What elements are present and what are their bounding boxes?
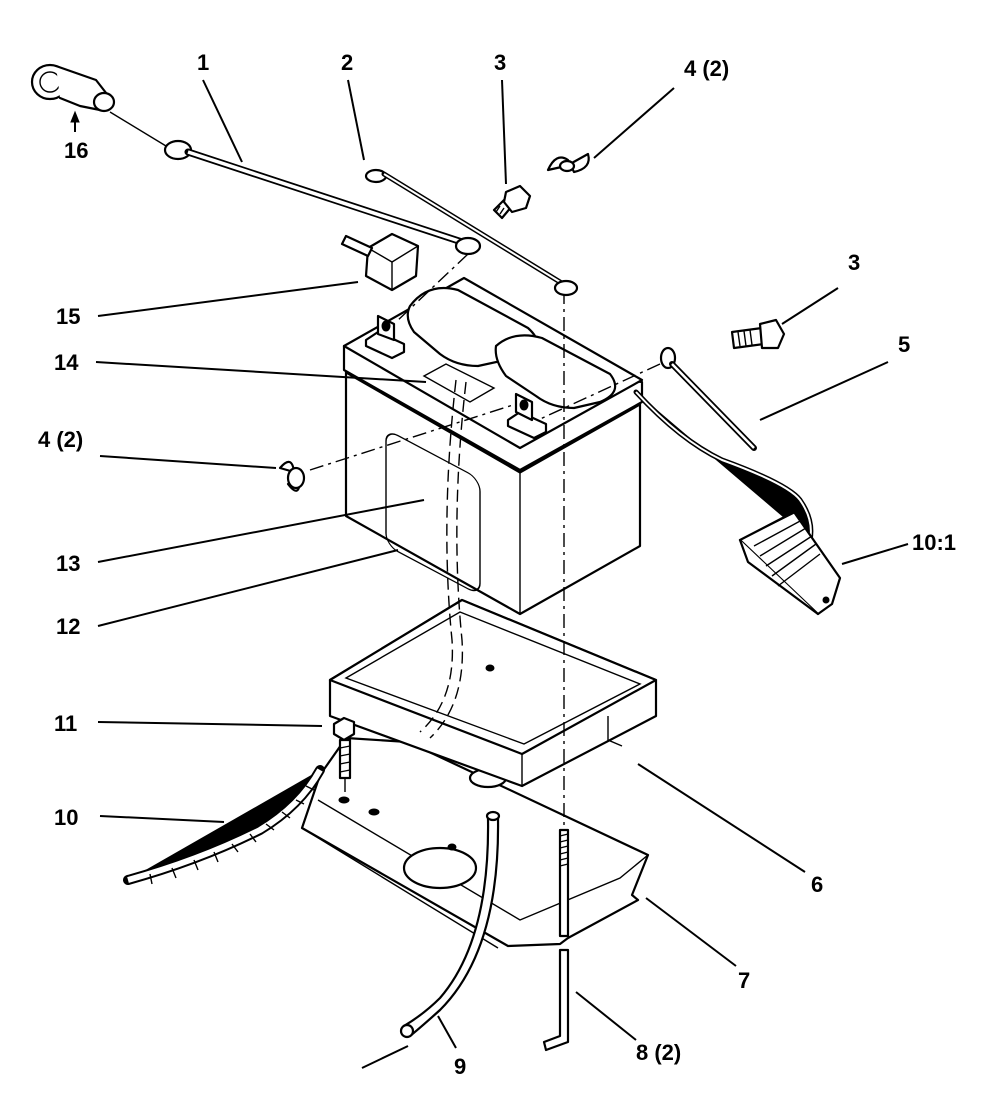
- callout-numbers: 1 2 3 4 (2) 16 3 15 5 14 4 (2) 10:1 13 1…: [38, 50, 956, 1079]
- callout-1: 1: [197, 50, 209, 75]
- terminal-bolt-upper: [492, 184, 532, 220]
- callout-10-1: 10:1: [912, 530, 956, 555]
- callout-4-left: 4 (2): [38, 427, 83, 452]
- positive-battery-cable: [537, 346, 757, 451]
- callout-11: 11: [54, 711, 77, 736]
- terminal-bolt-right: [730, 318, 786, 350]
- callout-6: 6: [811, 872, 823, 897]
- leader-lines: [70, 79, 909, 1069]
- callout-12: 12: [56, 614, 80, 639]
- terminal-boot: [340, 232, 420, 292]
- battery-side-label: [385, 433, 481, 592]
- cable-end-boot: [30, 63, 116, 113]
- battery-tray: [328, 598, 658, 788]
- wing-nut-lower: [278, 460, 306, 492]
- cable-connector: [633, 389, 842, 616]
- callout-16: 16: [64, 138, 88, 163]
- positive-terminal: [506, 392, 548, 440]
- callout-3-right: 3: [848, 250, 860, 275]
- plate-cutout-hole: [402, 846, 478, 890]
- callout-15: 15: [56, 304, 80, 329]
- callout-14: 14: [54, 350, 79, 375]
- ground-strap: [364, 168, 579, 297]
- callout-8: 8 (2): [636, 1040, 681, 1065]
- callout-13: 13: [56, 551, 80, 576]
- callout-9: 9: [454, 1054, 466, 1079]
- callout-2: 2: [341, 50, 353, 75]
- wing-nut-centerline: [309, 403, 517, 471]
- negative-battery-cable: [109, 111, 482, 323]
- split-loom-conduit: [123, 765, 325, 885]
- tray-bolt: [332, 716, 356, 800]
- hold-down-rod: [542, 828, 570, 1052]
- battery-top-label: [422, 363, 496, 403]
- callout-10: 10: [54, 805, 78, 830]
- callout-4-upper: 4 (2): [684, 56, 729, 81]
- callout-3-upper: 3: [494, 50, 506, 75]
- wing-nut-upper: [546, 152, 590, 174]
- battery: [342, 276, 644, 616]
- vent-tube: [399, 379, 501, 1039]
- callout-5: 5: [898, 332, 910, 357]
- callout-7: 7: [738, 968, 750, 993]
- negative-terminal: [364, 314, 406, 360]
